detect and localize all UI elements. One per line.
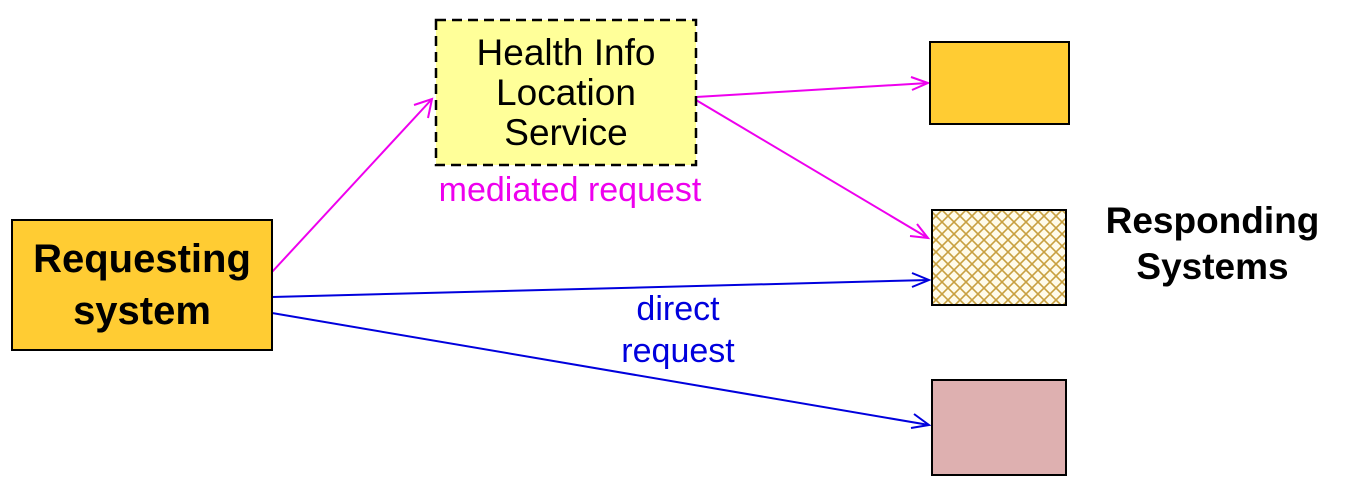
responding-label-line-2: Systems	[1136, 246, 1289, 287]
arrowhead-responder-1	[910, 76, 931, 91]
hils-box	[434, 18, 698, 167]
mediated-arrows	[271, 76, 931, 273]
mediated-request-text: mediated request	[438, 171, 702, 209]
hils-label-line-3: Service	[504, 111, 628, 153]
requesting-label-line-2: system	[73, 289, 211, 333]
responder-box-3	[931, 379, 1067, 476]
responding-systems-label: Responding Systems	[1080, 198, 1345, 290]
arrowhead-hils	[413, 97, 434, 119]
arrow-requesting-to-responder-3	[271, 312, 930, 426]
hils-label: Health Info Location Service	[436, 20, 696, 165]
requesting-label-line-1: Requesting	[33, 237, 251, 281]
responder-box-2	[931, 209, 1067, 306]
arrow-hils-to-responder-1	[695, 82, 929, 98]
responding-label-line-1: Responding	[1105, 200, 1320, 241]
arrowhead-direct-responder-3	[910, 413, 932, 429]
direct-request-line-2: request	[621, 332, 735, 370]
direct-request-line-1: direct	[636, 290, 720, 328]
direct-arrows	[271, 272, 932, 429]
arrow-requesting-to-hils	[271, 98, 433, 273]
direct-request-label: direct request	[568, 288, 788, 372]
arrow-hils-to-responder-2	[695, 99, 929, 239]
arrowhead-responder-2	[909, 223, 931, 240]
requesting-system-label: Requesting system	[12, 220, 272, 350]
requesting-system-box	[11, 219, 273, 351]
hils-label-line-2: Location	[496, 71, 636, 113]
hils-label-line-1: Health Info	[476, 31, 656, 73]
arrow-requesting-to-responder-2	[271, 279, 930, 298]
arrowhead-direct-responder-2	[911, 272, 932, 288]
mediated-request-label: mediated request	[395, 170, 745, 210]
responder-box-1	[929, 41, 1070, 125]
